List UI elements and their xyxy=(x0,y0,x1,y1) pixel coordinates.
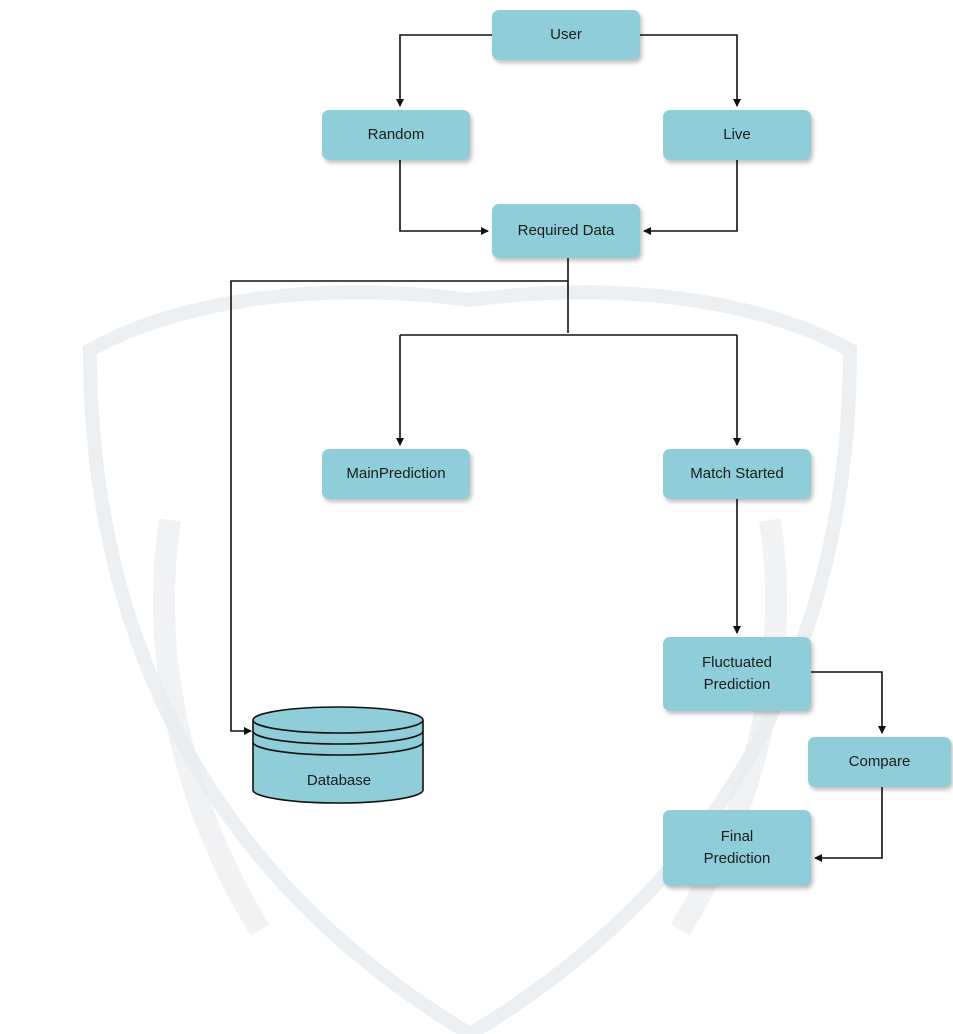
node-final-line-2: Prediction xyxy=(703,850,771,867)
node-required-data: Required Data xyxy=(492,204,640,258)
node-match-started: Match Started xyxy=(663,449,811,499)
node-main-prediction-label: MainPrediction xyxy=(346,465,446,482)
connectors xyxy=(230,34,886,862)
node-random: Random xyxy=(322,110,470,160)
node-user-label: User xyxy=(550,26,582,43)
node-compare-label: Compare xyxy=(848,753,911,770)
node-fluctuated-line-1: Fluctuated xyxy=(701,654,773,671)
node-user: User xyxy=(492,10,640,60)
node-fluctuated-line-2: Prediction xyxy=(703,676,771,693)
node-random-label: Random xyxy=(367,126,425,143)
node-live: Live xyxy=(663,110,811,160)
node-main-prediction: MainPrediction xyxy=(322,449,470,499)
database-cylinder xyxy=(252,706,424,804)
node-final-prediction: Final Prediction xyxy=(663,810,811,886)
node-match-started-label: Match Started xyxy=(690,465,784,482)
database-label: Database xyxy=(306,772,372,789)
node-final-line-1: Final xyxy=(720,828,754,845)
node-compare: Compare xyxy=(808,737,951,787)
node-fluctuated-prediction: Fluctuated Prediction xyxy=(663,637,811,711)
node-required-data-label: Required Data xyxy=(517,222,615,239)
node-live-label: Live xyxy=(723,126,751,143)
